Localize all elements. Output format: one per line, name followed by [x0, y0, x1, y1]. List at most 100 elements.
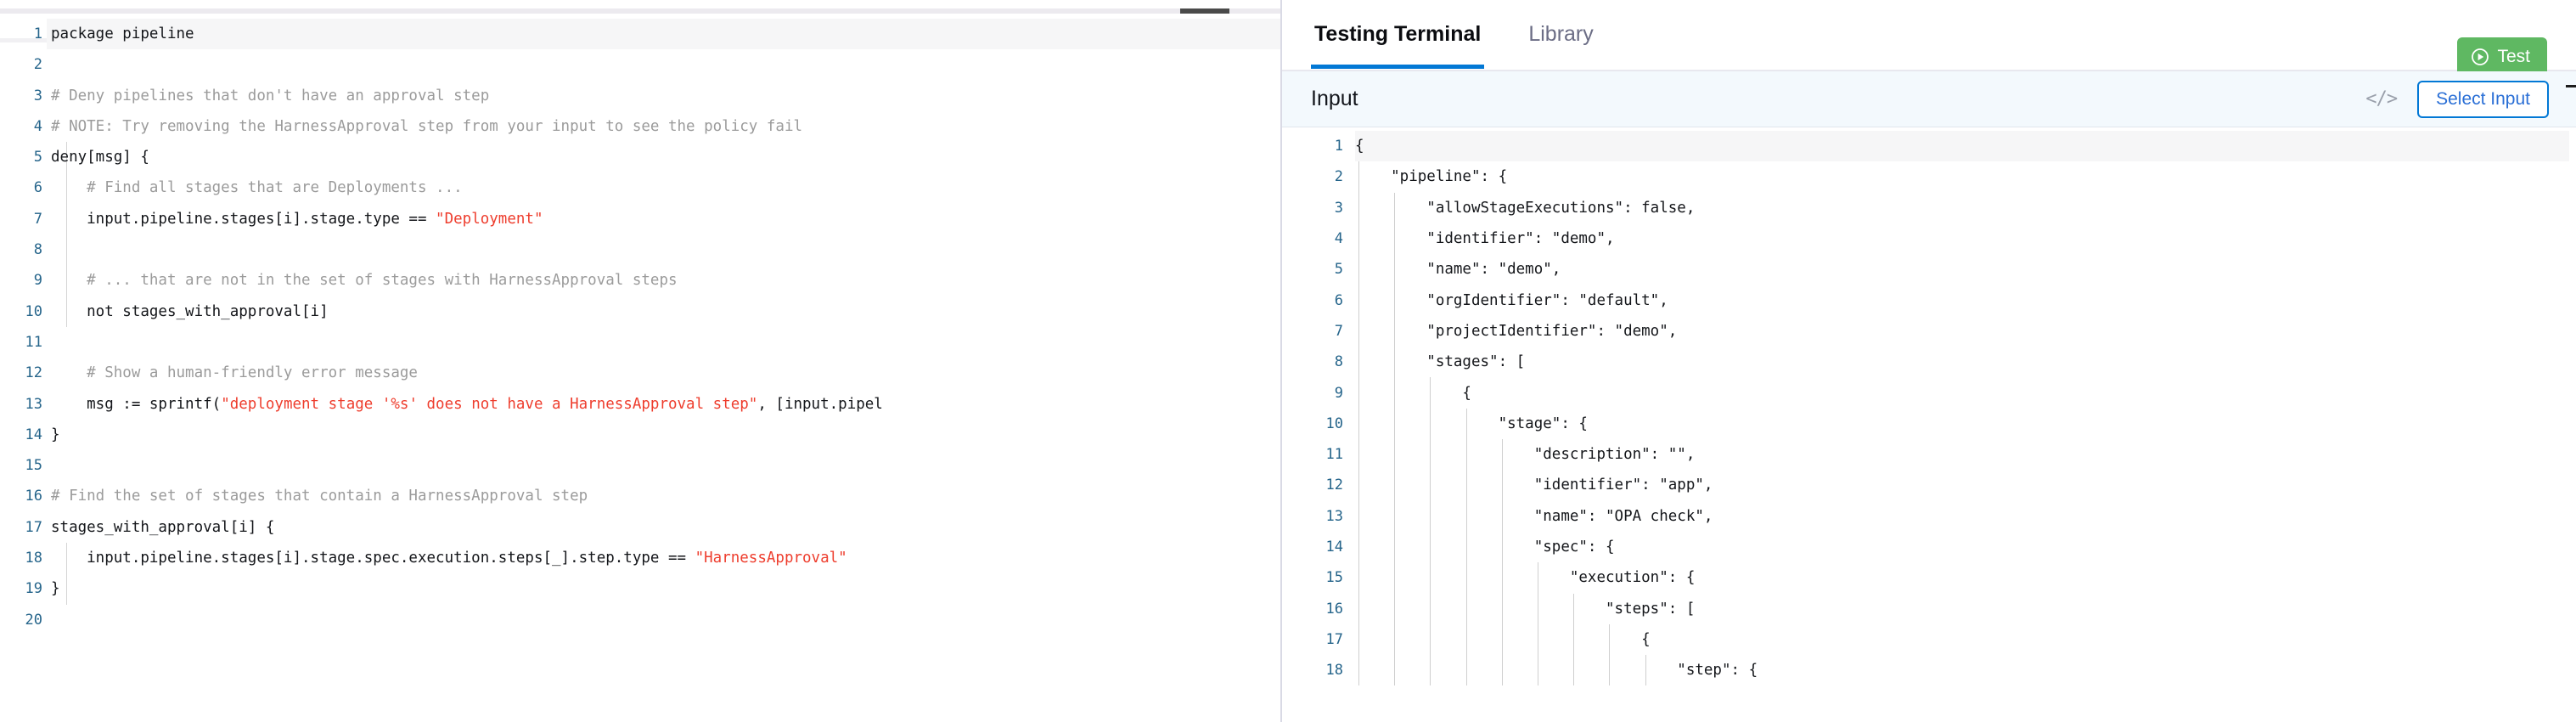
line-number: 19: [25, 580, 42, 598]
tab-testing-terminal[interactable]: Testing Terminal: [1311, 3, 1485, 69]
code-line-text: msg := sprintf("deployment stage '%s' do…: [42, 389, 883, 420]
line-number: 20: [25, 611, 42, 629]
active-line-highlight: [47, 19, 1280, 49]
code-token-plain: deny[msg] {: [51, 149, 149, 166]
json-line: 7 "projectIdentifier": "demo",: [1282, 316, 2576, 347]
json-line-text: "stage": {: [1355, 415, 1588, 432]
code-line-text: package pipeline: [42, 19, 194, 49]
code-line: 15: [0, 450, 1280, 481]
json-line-text: "identifier": "app",: [1355, 477, 1713, 494]
json-line-text: "execution": {: [1355, 569, 1696, 587]
json-line-number: 5: [1334, 261, 1343, 279]
json-line-text: {: [1355, 138, 1364, 155]
json-line-text: "name": "demo",: [1355, 261, 1561, 279]
json-line: 18 "step": {: [1282, 655, 2576, 685]
code-line-text: }: [42, 573, 60, 604]
tab-library-label: Library: [1528, 21, 1594, 46]
json-line: 2 "pipeline": {: [1282, 161, 2576, 192]
editor-horizontal-scrollbar-track[interactable]: [0, 8, 1280, 14]
json-line-number: 1: [1334, 138, 1343, 155]
vertical-scrollbar-thumb[interactable]: [2566, 85, 2576, 87]
json-line-number: 12: [1325, 477, 1343, 494]
line-number: 18: [25, 550, 42, 567]
json-indent-guide: [1430, 377, 1431, 686]
code-line: 14}: [0, 420, 1280, 450]
json-line-text: "orgIdentifier": "default",: [1355, 291, 1668, 309]
line-number: 5: [33, 149, 42, 166]
line-number: 15: [25, 457, 42, 475]
line-number: 13: [25, 395, 42, 413]
tab-library[interactable]: Library: [1525, 3, 1596, 67]
code-line-text: # Deny pipelines that don't have an appr…: [42, 81, 489, 111]
code-line-text: # Find all stages that are Deployments .…: [42, 172, 463, 203]
input-json-editor[interactable]: 1 {2 "pipeline": {3 "allowStageExecutions…: [1282, 127, 2576, 722]
line-number: 6: [33, 179, 42, 197]
pane-divider[interactable]: [1280, 0, 1282, 722]
code-token-comment: # ... that are not in the set of stages …: [51, 272, 678, 290]
code-token-comment: # Find all stages that are Deployments .…: [51, 179, 463, 197]
code-token-string: "Deployment": [436, 210, 543, 228]
code-line: 20: [0, 605, 1280, 635]
json-line: 3 "allowStageExecutions": false,: [1282, 193, 2576, 223]
input-panel-title: Input: [1311, 87, 1358, 110]
code-line: 7 input.pipeline.stages[i].stage.type ==…: [0, 204, 1280, 234]
code-line: 2: [0, 49, 1280, 80]
json-line-number: 16: [1325, 600, 1343, 618]
json-line-number: 17: [1325, 630, 1343, 648]
code-view-toggle-icon[interactable]: </>: [2365, 88, 2398, 110]
line-number: 3: [33, 87, 42, 104]
json-indent-guide: [1645, 655, 1646, 686]
code-token-string: "deployment stage '%s' does not have a H…: [221, 395, 758, 413]
json-indent-guide: [1501, 439, 1503, 686]
json-line-text: "description": "",: [1355, 446, 1696, 464]
line-number: 7: [33, 210, 42, 228]
json-line: 6 "orgIdentifier": "default",: [1282, 285, 2576, 315]
line-number: 10: [25, 302, 42, 320]
json-line-number: 15: [1325, 569, 1343, 587]
code-line: 11: [0, 327, 1280, 358]
code-token-plain: }: [51, 426, 60, 443]
play-circle-icon: [2471, 48, 2489, 66]
testing-terminal-pane: Testing Terminal Library Test Input </> …: [1282, 0, 2576, 722]
indent-guide: [66, 142, 67, 327]
code-token-plain: not stages_with_approval[i]: [51, 302, 329, 320]
code-line: 5 deny[msg] {: [0, 142, 1280, 172]
select-input-button[interactable]: Select Input: [2417, 80, 2549, 118]
json-line-text: "stages": [: [1355, 353, 1526, 371]
json-line-number: 9: [1334, 384, 1343, 402]
indent-guide: [66, 543, 67, 605]
json-line: 8 "stages": [: [1282, 347, 2576, 377]
code-line: 4 # NOTE: Try removing the HarnessApprova…: [0, 111, 1280, 142]
json-line-text: "name": "OPA check",: [1355, 507, 1713, 525]
line-number: 4: [33, 117, 42, 135]
json-line: 17 {: [1282, 624, 2576, 655]
input-panel-header: Input </> Select Input: [1282, 71, 2576, 127]
code-line-text: # ... that are not in the set of stages …: [42, 265, 678, 296]
line-number: 2: [33, 56, 42, 74]
line-number: 14: [25, 426, 42, 443]
line-number: 17: [25, 518, 42, 536]
code-line: 8: [0, 234, 1280, 265]
json-line-number: 7: [1334, 322, 1343, 340]
code-token-string: "HarnessApproval": [695, 550, 847, 567]
editor-horizontal-scrollbar-thumb[interactable]: [1180, 8, 1229, 14]
test-button[interactable]: Test: [2457, 37, 2547, 76]
code-line-text: # Find the set of stages that contain a …: [42, 481, 588, 511]
json-line: 16 "steps": [: [1282, 593, 2576, 623]
json-indent-guide: [1465, 408, 1467, 686]
json-line: 12 "identifier": "app",: [1282, 470, 2576, 500]
code-token-plain: msg := sprintf(: [51, 395, 222, 413]
code-line: 13 msg := sprintf("deployment stage '%s'…: [0, 389, 1280, 420]
code-line-text: }: [42, 420, 60, 450]
code-token-comment: # NOTE: Try removing the HarnessApproval…: [51, 117, 803, 135]
json-line: 5 "name": "demo",: [1282, 254, 2576, 285]
code-line-text: input.pipeline.stages[i].stage.type == "…: [42, 204, 543, 234]
code-line: 12 # Show a human-friendly error message: [0, 358, 1280, 388]
json-line-number: 3: [1334, 199, 1343, 217]
json-line-number: 11: [1325, 446, 1343, 464]
